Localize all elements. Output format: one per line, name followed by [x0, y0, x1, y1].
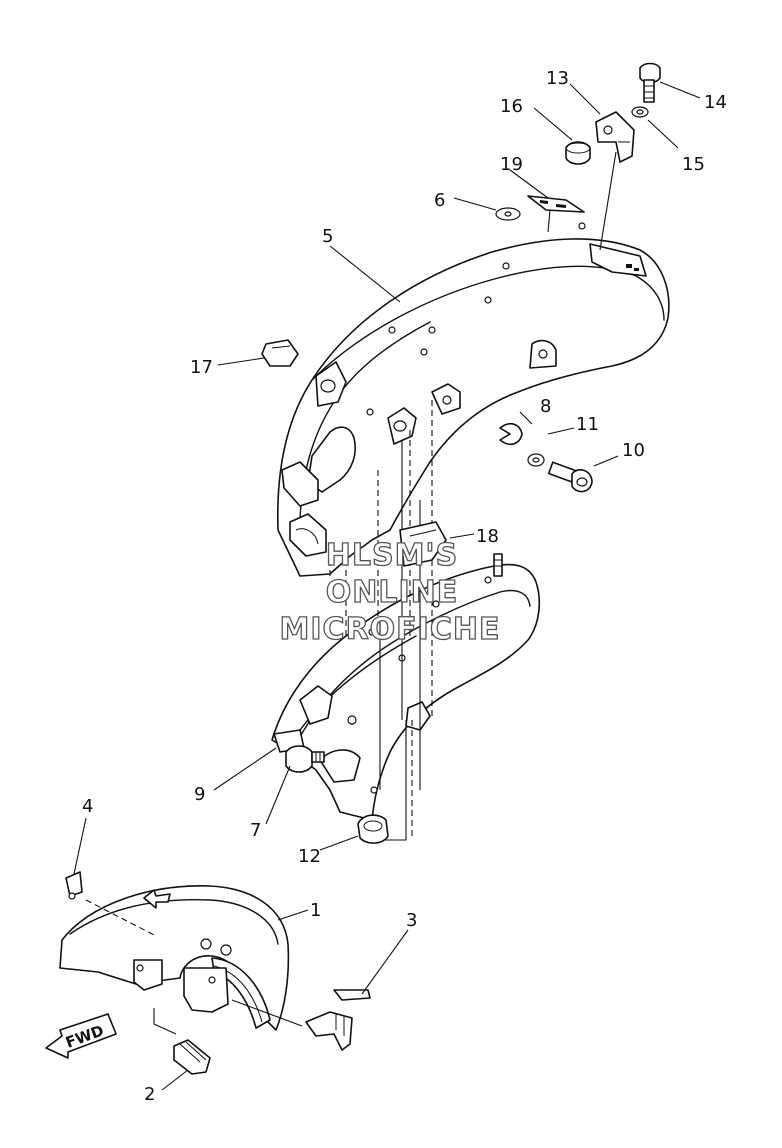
cap-part-16 — [565, 141, 591, 165]
washer-part-15 — [631, 106, 649, 118]
callout-17: 17 — [190, 357, 213, 378]
washer-part-11 — [527, 453, 545, 467]
callout-14: 14 — [704, 92, 727, 113]
callout-12: 12 — [298, 846, 321, 867]
label-part-19 — [527, 195, 585, 213]
callout-labels: 1 2 3 4 5 6 7 8 9 10 11 12 13 14 15 16 1… — [82, 68, 727, 1105]
grommet-part-17 — [261, 339, 299, 367]
callout-10: 10 — [622, 440, 645, 461]
callout-15: 15 — [682, 154, 705, 175]
fwd-arrow: FWD — [45, 1013, 117, 1059]
callout-3: 3 — [406, 910, 417, 931]
callout-7: 7 — [250, 820, 261, 841]
clip-part-4 — [65, 871, 83, 900]
front-fender-part-1 — [59, 885, 290, 1031]
callout-5: 5 — [322, 226, 333, 247]
callout-18: 18 — [476, 526, 499, 547]
bolt-part-7 — [285, 745, 325, 773]
bracket-part-13 — [595, 111, 635, 163]
callout-9: 9 — [194, 784, 205, 805]
callout-13: 13 — [546, 68, 569, 89]
rear-fender-part-5 — [276, 222, 670, 577]
callout-4: 4 — [82, 796, 93, 817]
bolt-part-2 — [153, 1008, 211, 1075]
watermark: HLSM'S ONLINE MICROFICHE — [279, 537, 501, 647]
nut-part-12 — [357, 814, 389, 844]
callout-8: 8 — [540, 396, 551, 417]
clip-part-8 — [499, 422, 523, 446]
callout-16: 16 — [500, 96, 523, 117]
leader-lines — [73, 81, 701, 1091]
callout-2: 2 — [144, 1084, 155, 1105]
callout-11: 11 — [576, 414, 599, 435]
callout-19: 19 — [500, 154, 523, 175]
screw-part-14 — [639, 62, 661, 103]
bracket-part-3 — [231, 989, 371, 1051]
washer-part-6 — [495, 207, 521, 221]
callout-6: 6 — [434, 190, 445, 211]
bolt-part-10 — [547, 461, 593, 493]
watermark-line-2: ONLINE — [326, 575, 459, 610]
watermark-line-1: HLSM'S — [326, 538, 458, 573]
inner-fender-part-9 — [271, 553, 541, 821]
callout-1: 1 — [310, 900, 321, 921]
plate-part-18 — [399, 521, 447, 567]
watermark-line-3: MICROFICHE — [280, 612, 501, 647]
